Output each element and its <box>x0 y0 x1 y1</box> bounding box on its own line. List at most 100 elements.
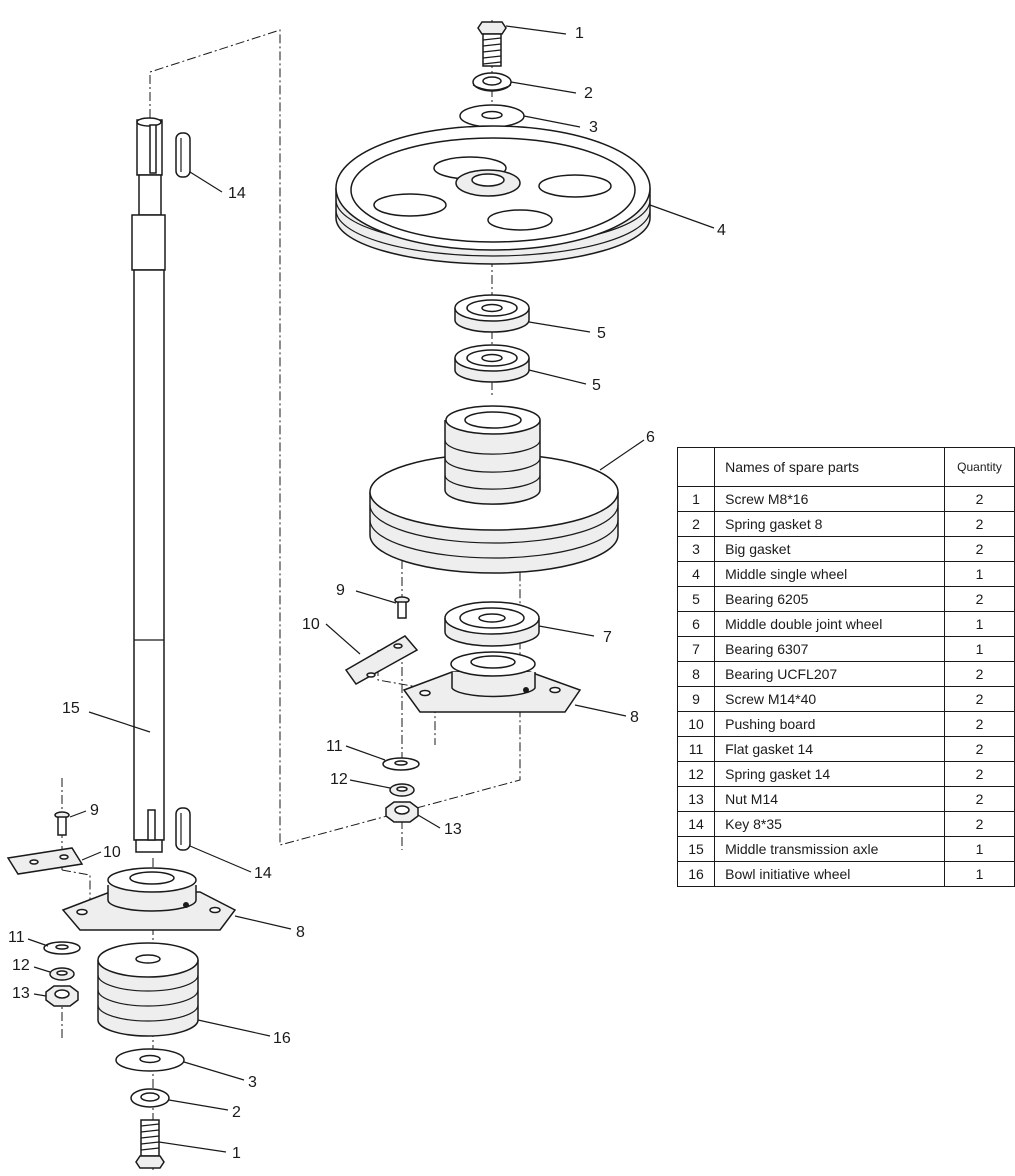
callout-l-10: 10 <box>103 844 121 861</box>
key-8x35-bottom <box>175 807 191 851</box>
nut-m14-right <box>385 801 419 823</box>
row-quantity: 1 <box>944 611 1015 637</box>
row-quantity: 2 <box>944 786 1015 812</box>
callout-labels: 1 2 3 4 5 5 6 9 10 7 8 11 12 13 14 15 9 … <box>8 25 726 1162</box>
callout-r-1: 1 <box>575 25 584 42</box>
row-name: Middle single wheel <box>714 561 946 587</box>
row-quantity: 2 <box>944 536 1015 562</box>
flange-bearing-ucfl207-left <box>61 867 237 931</box>
row-number: 14 <box>676 811 716 837</box>
row-name: Big gasket <box>714 536 946 562</box>
screw-m14-right <box>394 596 410 619</box>
row-quantity: 2 <box>944 811 1015 837</box>
row-quantity: 2 <box>944 761 1015 787</box>
row-number: 13 <box>676 786 716 812</box>
callout-r-8: 8 <box>630 709 639 726</box>
bearing-6205-upper <box>454 294 530 333</box>
row-name: Bearing 6307 <box>714 636 946 662</box>
hex-screw-m8-left <box>135 1119 165 1169</box>
flange-bearing-ucfl207-right <box>402 651 582 713</box>
callout-l-13: 13 <box>12 985 30 1002</box>
row-quantity: 2 <box>944 486 1015 512</box>
pushing-board-right <box>344 635 419 685</box>
leader-lines <box>27 25 715 1153</box>
callout-l-3: 3 <box>248 1074 257 1091</box>
big-gasket <box>459 104 525 128</box>
callout-r-11: 11 <box>326 738 343 755</box>
row-number: 3 <box>676 536 716 562</box>
bowl-initiative-wheel <box>97 942 199 1037</box>
row-quantity: 1 <box>944 636 1015 662</box>
row-quantity: 2 <box>944 661 1015 687</box>
callout-r-5b: 5 <box>592 377 601 394</box>
row-quantity: 2 <box>944 511 1015 537</box>
spring-gasket-14-left <box>49 967 75 981</box>
callout-r-2: 2 <box>584 85 593 102</box>
flat-gasket-14-right <box>382 757 420 771</box>
row-quantity: 2 <box>944 711 1015 737</box>
row-number: 16 <box>676 861 716 887</box>
table-header-row: Names of spare parts Quantity <box>676 447 1015 487</box>
middle-transmission-axle <box>131 117 166 853</box>
callout-l-14a: 14 <box>228 185 246 202</box>
row-name: Spring gasket 14 <box>714 761 946 787</box>
spring-gasket-8 <box>472 72 512 92</box>
callout-r-3: 3 <box>589 119 598 136</box>
big-gasket-left <box>115 1048 185 1072</box>
callout-r-6: 6 <box>646 429 655 446</box>
callout-r-9: 9 <box>336 582 345 599</box>
row-quantity: 1 <box>944 836 1015 862</box>
callout-l-15: 15 <box>62 700 80 717</box>
row-number: 4 <box>676 561 716 587</box>
nut-m14-left <box>45 985 79 1007</box>
spring-gasket-8-left <box>130 1088 170 1108</box>
row-name: Key 8*35 <box>714 811 946 837</box>
row-quantity: 2 <box>944 686 1015 712</box>
row-number: 2 <box>676 511 716 537</box>
callout-l-12: 12 <box>12 957 30 974</box>
row-name: Flat gasket 14 <box>714 736 946 762</box>
header-name: Names of spare parts <box>714 447 946 487</box>
row-number: 6 <box>676 611 716 637</box>
row-number: 10 <box>676 711 716 737</box>
callout-l-1: 1 <box>232 1145 241 1162</box>
row-name: Bowl initiative wheel <box>714 861 946 887</box>
row-name: Nut M14 <box>714 786 946 812</box>
row-number: 12 <box>676 761 716 787</box>
middle-double-joint-wheel <box>369 405 619 574</box>
callout-r-13: 13 <box>444 821 462 838</box>
row-quantity: 1 <box>944 561 1015 587</box>
callout-l-14b: 14 <box>254 865 272 882</box>
row-quantity: 2 <box>944 736 1015 762</box>
header-number <box>676 447 716 487</box>
screw-m14-left <box>54 811 70 836</box>
row-name: Screw M8*16 <box>714 486 946 512</box>
spring-gasket-14-right <box>389 783 415 797</box>
bearing-6205-lower <box>454 344 530 383</box>
row-name: Pushing board <box>714 711 946 737</box>
row-number: 1 <box>676 486 716 512</box>
row-number: 9 <box>676 686 716 712</box>
row-name: Screw M14*40 <box>714 686 946 712</box>
row-quantity: 1 <box>944 861 1015 887</box>
callout-l-9: 9 <box>90 802 99 819</box>
pushing-board-left <box>6 847 84 875</box>
